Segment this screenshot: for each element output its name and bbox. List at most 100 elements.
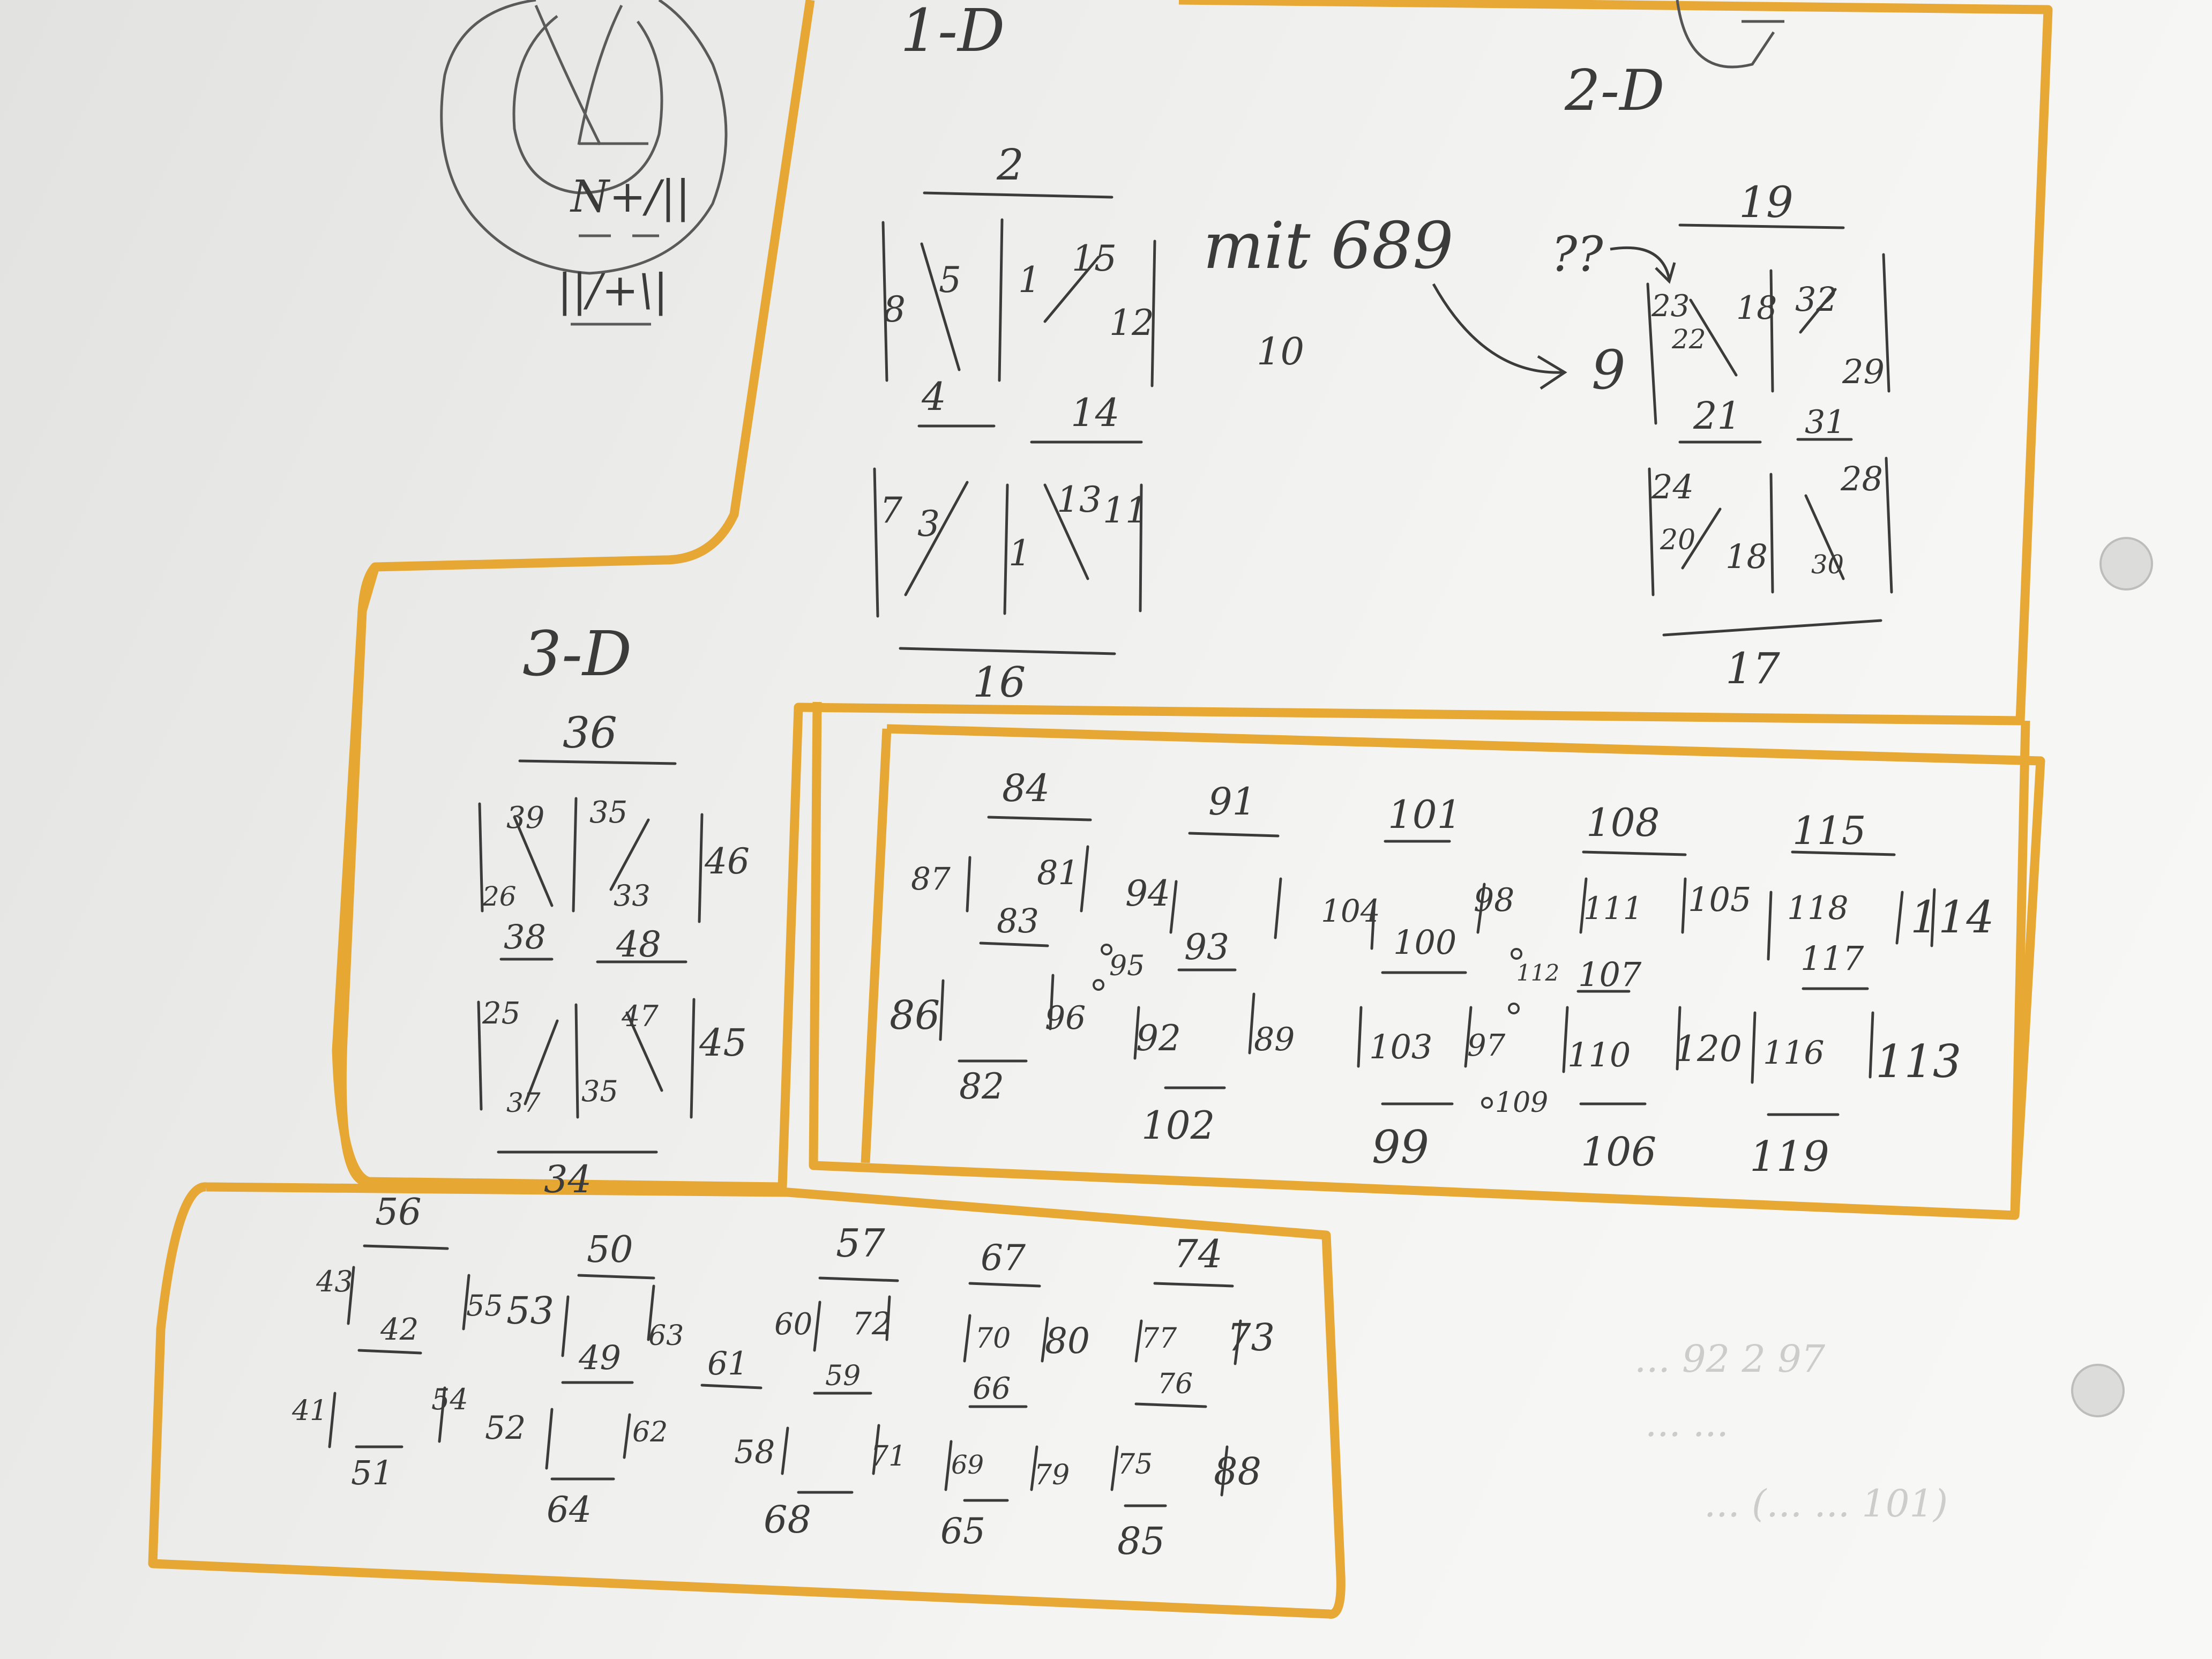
- number-label: 55: [466, 1289, 503, 1322]
- number-label: 68: [764, 1498, 811, 1542]
- grid-stroke: [872, 1424, 880, 1475]
- number-label: 19: [1739, 177, 1793, 227]
- number-label: 70: [975, 1322, 1011, 1355]
- number-label: 107: [1578, 955, 1642, 994]
- number-label: 1: [1008, 533, 1031, 574]
- pen-stroke: [920, 242, 961, 371]
- number-label: 120: [1675, 1028, 1742, 1070]
- number-label: 17: [1725, 644, 1780, 693]
- number-label: 41: [292, 1395, 327, 1427]
- number-label: 21: [1693, 394, 1741, 438]
- number-label: 2: [996, 140, 1024, 190]
- number-label: 34: [544, 1157, 592, 1201]
- number-label: 91: [1208, 780, 1256, 824]
- dot-marker: [1093, 979, 1104, 991]
- number-label: 49: [578, 1338, 621, 1377]
- highlight-outline-section-3d: [332, 565, 380, 1186]
- number-label: 15: [1072, 238, 1117, 279]
- grid-stroke: [885, 1295, 891, 1341]
- number-label: 95: [1109, 950, 1145, 982]
- number-label: 114: [1910, 892, 1994, 943]
- number-label: 101: [1388, 792, 1461, 837]
- number-label: 115: [1792, 808, 1866, 853]
- number-label: 31: [1805, 403, 1845, 441]
- number-label: 118: [1787, 890, 1849, 927]
- grid-stroke: [1930, 888, 1936, 947]
- number-label: 100: [1393, 923, 1456, 962]
- cube-c-top-line: [518, 759, 677, 765]
- pen-stroke: [524, 1019, 559, 1105]
- grid-stroke: [1234, 1319, 1242, 1365]
- number-label: 45: [699, 1021, 747, 1065]
- grid-underline: [577, 1274, 655, 1280]
- number-label: 85: [1117, 1519, 1165, 1563]
- pen-stroke: [1003, 483, 1009, 615]
- grid-stroke: [1869, 1011, 1874, 1079]
- section-3d-title: 3-D: [522, 618, 632, 690]
- grid-stroke: [1220, 1445, 1229, 1497]
- pen-stroke: [1648, 467, 1655, 596]
- grid-stroke: [1133, 1006, 1140, 1060]
- grid-stroke: [944, 1440, 953, 1491]
- pen-stroke: [1043, 483, 1089, 580]
- number-label: 112: [1516, 960, 1559, 986]
- highlight-outline-lower-grid: [148, 1182, 1346, 1619]
- top-right-partial-sketch: [1676, 0, 1784, 69]
- pen-stroke: [881, 221, 888, 382]
- number-label: 61: [707, 1345, 748, 1382]
- faded-line-3: ... (... ... 101): [1704, 1482, 1948, 1526]
- pen-stroke: [1150, 240, 1156, 387]
- grid-underline: [1188, 832, 1280, 838]
- pen-stroke: [625, 1011, 663, 1092]
- pen-stroke: [1139, 483, 1143, 612]
- grid-stroke: [1030, 1445, 1038, 1491]
- grid-stroke: [781, 1426, 789, 1475]
- grid-underline: [1153, 1282, 1234, 1288]
- grid-stroke: [1579, 877, 1588, 934]
- number-label: 62: [632, 1416, 668, 1448]
- number-label: 65: [940, 1511, 985, 1552]
- pen-stroke: [1689, 298, 1738, 377]
- number-label: 38: [504, 917, 546, 956]
- number-label: 119: [1750, 1133, 1829, 1181]
- curved-arrow-icon: [1432, 283, 1567, 390]
- number-label: 83: [997, 901, 1039, 940]
- grid-underline: [979, 941, 1049, 947]
- number-label: 8: [883, 289, 906, 330]
- pen-stroke: [998, 218, 1004, 382]
- pen-stroke: [513, 816, 554, 907]
- question-marks: ??: [1551, 226, 1603, 282]
- number-label: 48: [616, 924, 661, 965]
- number-label: 113: [1875, 1035, 1961, 1088]
- grid-stroke: [1681, 877, 1687, 934]
- number-label: 80: [1045, 1320, 1090, 1362]
- number-label: 37: [506, 1087, 541, 1118]
- grid-stroke: [1080, 845, 1089, 913]
- grid-stroke: [1895, 891, 1904, 945]
- number-label: 58: [734, 1433, 775, 1471]
- number-label: 92: [1136, 1018, 1181, 1059]
- grid-stroke: [813, 1301, 821, 1352]
- grid-stroke: [561, 1295, 570, 1357]
- sketch-label-row1: N+/||: [570, 171, 690, 222]
- grid-stroke: [1110, 1445, 1119, 1491]
- cube-a-bottom-line: [899, 647, 1116, 655]
- number-label: 84: [1002, 766, 1050, 810]
- grid-stroke: [623, 1413, 631, 1459]
- number-label: 47: [621, 999, 659, 1033]
- highlight-outline-upper-grid-outer: [809, 701, 2030, 1220]
- faded-line-2: ... ...: [1645, 1401, 1729, 1445]
- pen-stroke: [477, 1000, 483, 1111]
- pen-stroke: [873, 467, 879, 618]
- pen-stroke: [1799, 288, 1837, 334]
- pen-stroke: [1043, 256, 1100, 323]
- grid-stroke: [1676, 1006, 1682, 1071]
- cube-b-bottom-line: [1662, 619, 1882, 637]
- pen-stroke: [1769, 269, 1774, 393]
- number-label: 89: [1254, 1021, 1295, 1058]
- number-label: 73: [1227, 1316, 1275, 1359]
- grid-stroke: [1464, 1006, 1473, 1068]
- grid-underline: [1582, 850, 1687, 856]
